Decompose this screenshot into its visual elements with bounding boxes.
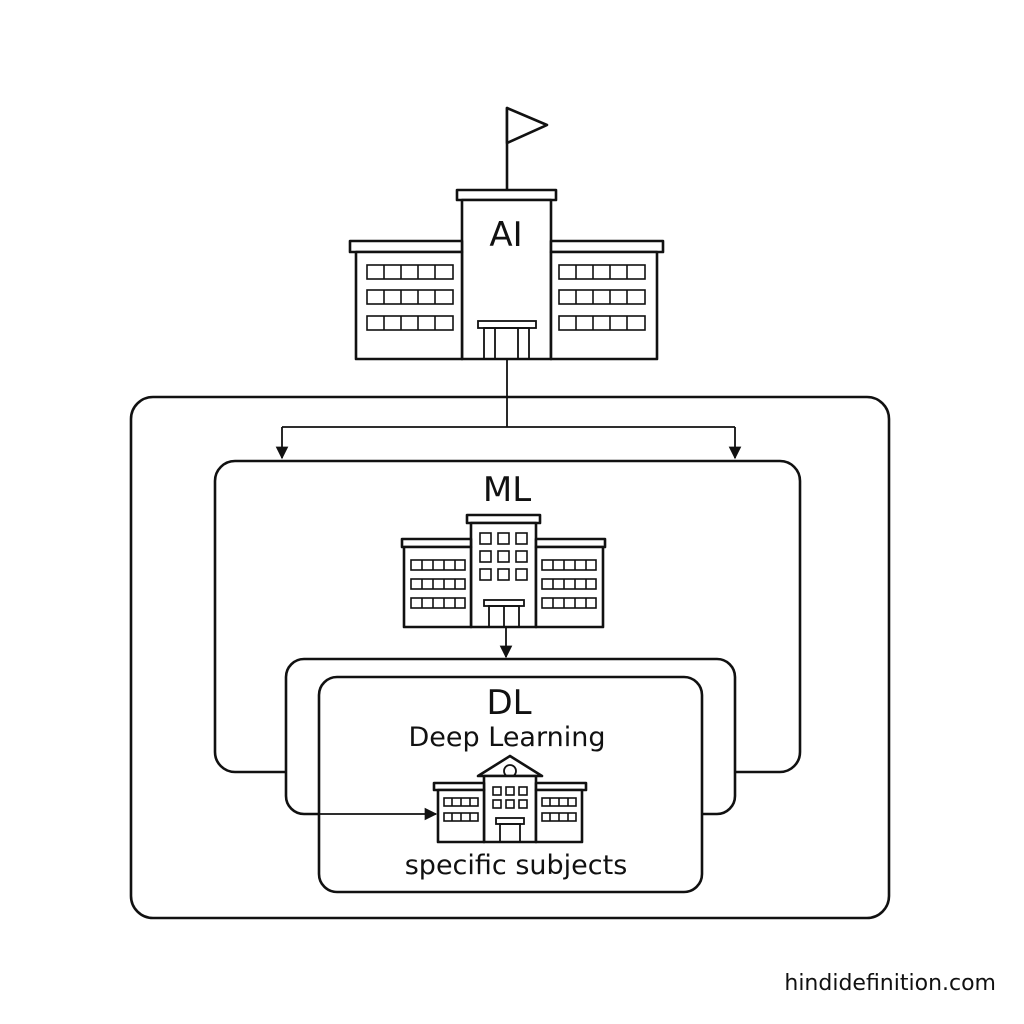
small-school-building-icon — [432, 754, 588, 844]
ai-to-ml-connector — [275, 359, 742, 460]
site-credit: hindidefinition.com — [784, 971, 996, 996]
dl-caption: specific subjects — [405, 850, 628, 881]
dl-sublabel: Deep Learning — [409, 722, 606, 753]
dl-label: DL — [486, 683, 531, 723]
ai-label: AI — [489, 215, 522, 255]
ai-container-box — [129, 395, 891, 920]
school-building-icon — [400, 513, 607, 629]
school-building-with-flag-icon — [348, 106, 665, 361]
ml-label: ML — [483, 470, 531, 510]
